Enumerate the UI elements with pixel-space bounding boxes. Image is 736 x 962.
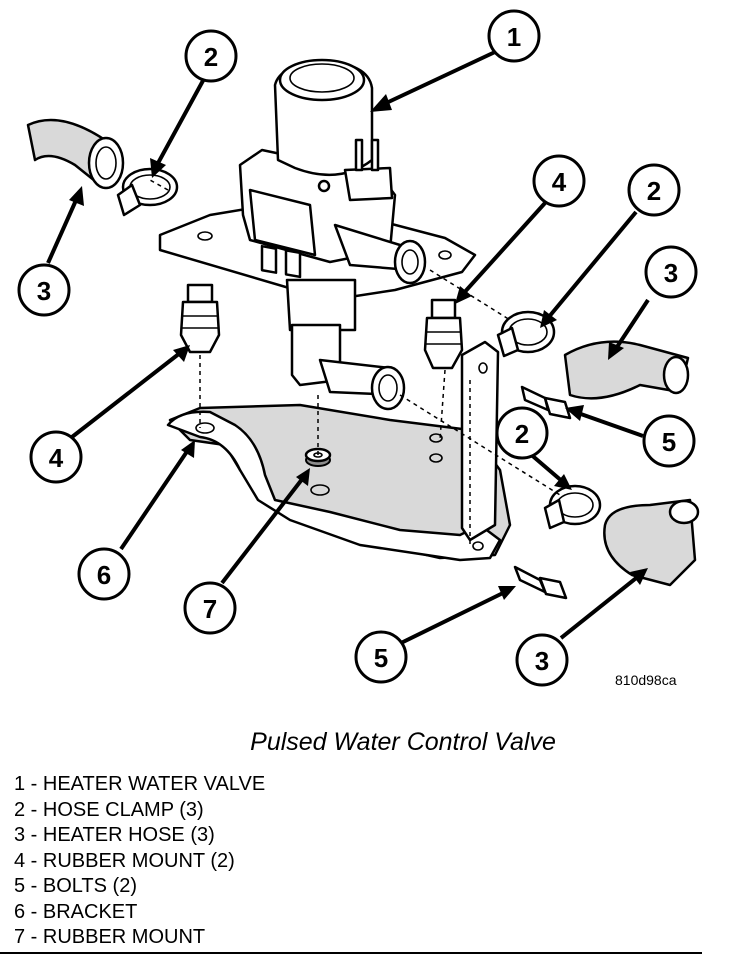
figure-caption: Pulsed Water Control Valve xyxy=(250,728,556,756)
svg-text:4: 4 xyxy=(49,443,64,473)
bolt-upper xyxy=(520,385,572,420)
bottom-divider xyxy=(0,952,702,954)
parts-legend: 1 - HEATER WATER VALVE 2 - HOSE CLAMP (3… xyxy=(14,772,265,951)
callout-2: 2 xyxy=(184,29,238,83)
legend-item: 7 - RUBBER MOUNT xyxy=(14,926,206,948)
callout-4: 4 xyxy=(532,154,586,208)
svg-text:5: 5 xyxy=(662,427,676,457)
hose-clamp-upper-left xyxy=(116,167,179,217)
figure-code: 810d98ca xyxy=(615,672,677,688)
callout-3: 3 xyxy=(515,633,569,687)
svg-text:1: 1 xyxy=(507,22,521,52)
svg-text:3: 3 xyxy=(37,276,51,306)
svg-text:5: 5 xyxy=(374,643,388,673)
legend-item: 4 - RUBBER MOUNT (2) xyxy=(14,849,235,872)
legend-item: 2 - HOSE CLAMP (3) xyxy=(14,798,204,821)
legend-item: 3 - HEATER HOSE (3) xyxy=(14,824,215,846)
bolt-lower xyxy=(513,565,568,600)
callout-5: 5 xyxy=(642,414,696,468)
hose-clamp-lower xyxy=(543,484,602,530)
alignment-lines xyxy=(149,179,561,545)
hose-clamp-right xyxy=(496,310,556,358)
legend-item: 1 - HEATER WATER VALVE xyxy=(14,773,266,795)
heater-hose-upper-left xyxy=(26,118,125,190)
callout-5: 5 xyxy=(354,630,408,684)
callout-3: 3 xyxy=(644,245,698,299)
legend-item: 6 - BRACKET xyxy=(14,900,138,923)
heater-water-valve xyxy=(158,58,477,411)
svg-text:3: 3 xyxy=(664,258,678,288)
svg-text:6: 6 xyxy=(97,560,111,590)
legend-item: 5 - BOLTS (2) xyxy=(14,875,137,897)
svg-text:2: 2 xyxy=(204,42,218,72)
heater-hose-lower xyxy=(603,498,700,587)
svg-text:2: 2 xyxy=(647,176,661,206)
svg-text:2: 2 xyxy=(515,419,529,449)
svg-text:3: 3 xyxy=(535,646,549,676)
callout-1: 1 xyxy=(487,9,541,63)
bracket xyxy=(166,340,512,562)
heater-hose-right xyxy=(563,340,690,400)
callout-6: 6 xyxy=(77,547,131,601)
callout-4: 4 xyxy=(29,430,83,484)
rubber-mount-left xyxy=(179,283,221,354)
callout-2: 2 xyxy=(627,163,681,217)
leader-lines xyxy=(46,50,650,645)
svg-text:7: 7 xyxy=(203,594,217,624)
callout-7: 7 xyxy=(183,581,237,635)
callout-2: 2 xyxy=(495,406,549,460)
callout-3: 3 xyxy=(17,263,71,317)
rubber-mount-right xyxy=(423,298,464,370)
svg-text:4: 4 xyxy=(552,167,567,197)
valve-exploded-diagram: 1 2 2 2 3 3 3 4 4 5 5 6 xyxy=(17,9,700,687)
